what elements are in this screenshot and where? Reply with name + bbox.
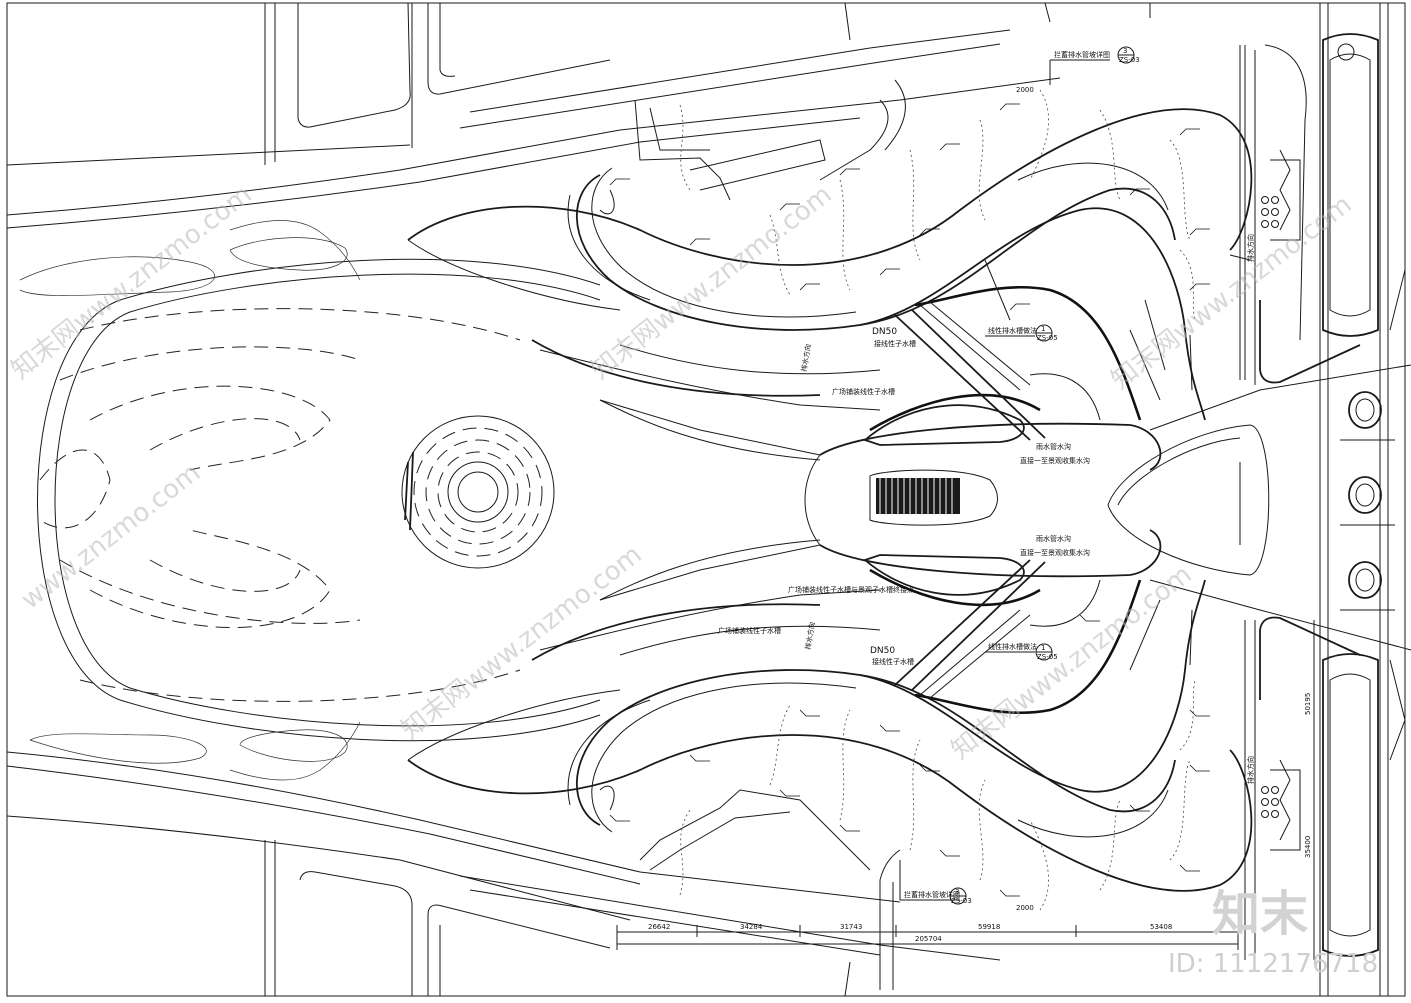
ref-sheet-top: ZS-03 — [1119, 56, 1140, 64]
watermark-site-1: 知末网www.znzmo.com — [6, 180, 258, 386]
watermark-site-5: 知末网www.znzmo.com — [946, 560, 1198, 766]
watermark-brand: 知末 — [1212, 886, 1308, 942]
detail-callout-top: 线性排水槽做法 1 ZS-05 — [985, 324, 1058, 342]
detail-callout-bottom: 线性排水槽做法 1 ZS-05 — [985, 642, 1058, 661]
plaza-gutter-top: 广场铺装线性子水槽 — [832, 387, 895, 396]
dn50-bottom: DN50 — [870, 646, 895, 656]
dim-top-gap: 2000 — [1016, 86, 1034, 94]
roads-bottom — [6, 751, 1001, 997]
dim-3: 31743 — [840, 923, 862, 931]
pavilion-block — [876, 478, 960, 514]
side-label-top: 排水方向 — [1246, 234, 1255, 262]
dim-5: 53408 — [1150, 923, 1172, 931]
dim-side-1: 50195 — [1304, 693, 1312, 715]
ref-num-top: 3 — [1123, 47, 1127, 55]
rain-label-top: 雨水管水沟 — [1036, 442, 1071, 451]
dimension-chain: 26642 34284 31743 59918 53408 205704 501… — [616, 620, 1315, 960]
dim-side-2: 35400 — [1304, 836, 1312, 858]
pipe-labels: DN50 接线性子水槽 DN50 接线性子水槽 广场铺装线性子水槽 广场铺装线性… — [718, 234, 1255, 784]
elevation-markers — [609, 103, 1210, 897]
ref-callout-top: 拦蓄排水管坡详图 3 ZS-03 2000 — [1016, 46, 1140, 94]
dim-total: 205704 — [915, 935, 942, 943]
detail-sheet-top: ZS-05 — [1037, 334, 1058, 342]
watermark-site-3: 知末网www.znzmo.com — [396, 540, 648, 746]
right-strip — [1239, 3, 1406, 996]
plaza-gutter-bottom: 广场铺装线性子水槽 — [718, 626, 781, 635]
drainage-lines — [679, 89, 1196, 911]
dim-2: 34284 — [740, 923, 763, 931]
plaza-gutter-long: 广场铺装线性子水槽与景观子水槽终接点 — [788, 585, 914, 594]
watermark-id: ID: 1112176718 — [1168, 949, 1378, 979]
dim-4: 59918 — [978, 923, 1000, 931]
oval-plaza — [19, 220, 601, 781]
watermark-site-2: www.znzmo.com — [16, 458, 206, 616]
ref-num-bottom: 3 — [955, 888, 959, 896]
branch-label-2: 排水方向 — [803, 621, 817, 650]
branch-label-1: 排水方向 — [799, 343, 813, 372]
dn50-top: DN50 — [872, 327, 897, 337]
watermarks: 知末网www.znzmo.com www.znzmo.com 知末网www.zn… — [6, 180, 1378, 979]
pipe-label-bottom: 接线性子水槽 — [872, 657, 914, 666]
lower-leaf — [407, 579, 1253, 892]
side-label-bottom: 排水方向 — [1246, 756, 1255, 784]
rain-label-bottom: 雨水管水沟 — [1036, 534, 1071, 543]
linear-detail-bottom: 线性排水槽做法 — [988, 642, 1037, 651]
ref-callout-bottom: 拦蓄排水管坡详图 3 ZS-03 2000 — [899, 860, 1034, 912]
drawing-frame — [6, 2, 1406, 997]
detail-num-top: 1 — [1041, 325, 1045, 333]
central-round — [401, 415, 555, 569]
ref-label-bottom: 拦蓄排水管坡详图 — [904, 890, 960, 899]
ref-sheet-bottom: ZS-03 — [951, 897, 972, 905]
dim-1: 26642 — [648, 923, 670, 931]
ref-label-top: 拦蓄排水管坡详图 — [1054, 50, 1110, 59]
mid-line-label-1: 直接一至景观收集水沟 — [1020, 456, 1090, 465]
roads-top — [6, 2, 1151, 229]
watermark-site-4: 知末网www.znzmo.com — [586, 180, 838, 386]
dim-bottom-gap: 2000 — [1016, 904, 1034, 912]
pipe-label-top: 接线性子水槽 — [874, 339, 916, 348]
mid-line-label-2: 直接一至景观收集水沟 — [1020, 548, 1090, 557]
detail-sheet-bottom: ZS-05 — [1037, 653, 1058, 661]
linear-detail-top: 线性排水槽做法 — [988, 326, 1037, 335]
central-axis — [599, 301, 1411, 699]
detail-num-bottom: 1 — [1041, 644, 1045, 652]
